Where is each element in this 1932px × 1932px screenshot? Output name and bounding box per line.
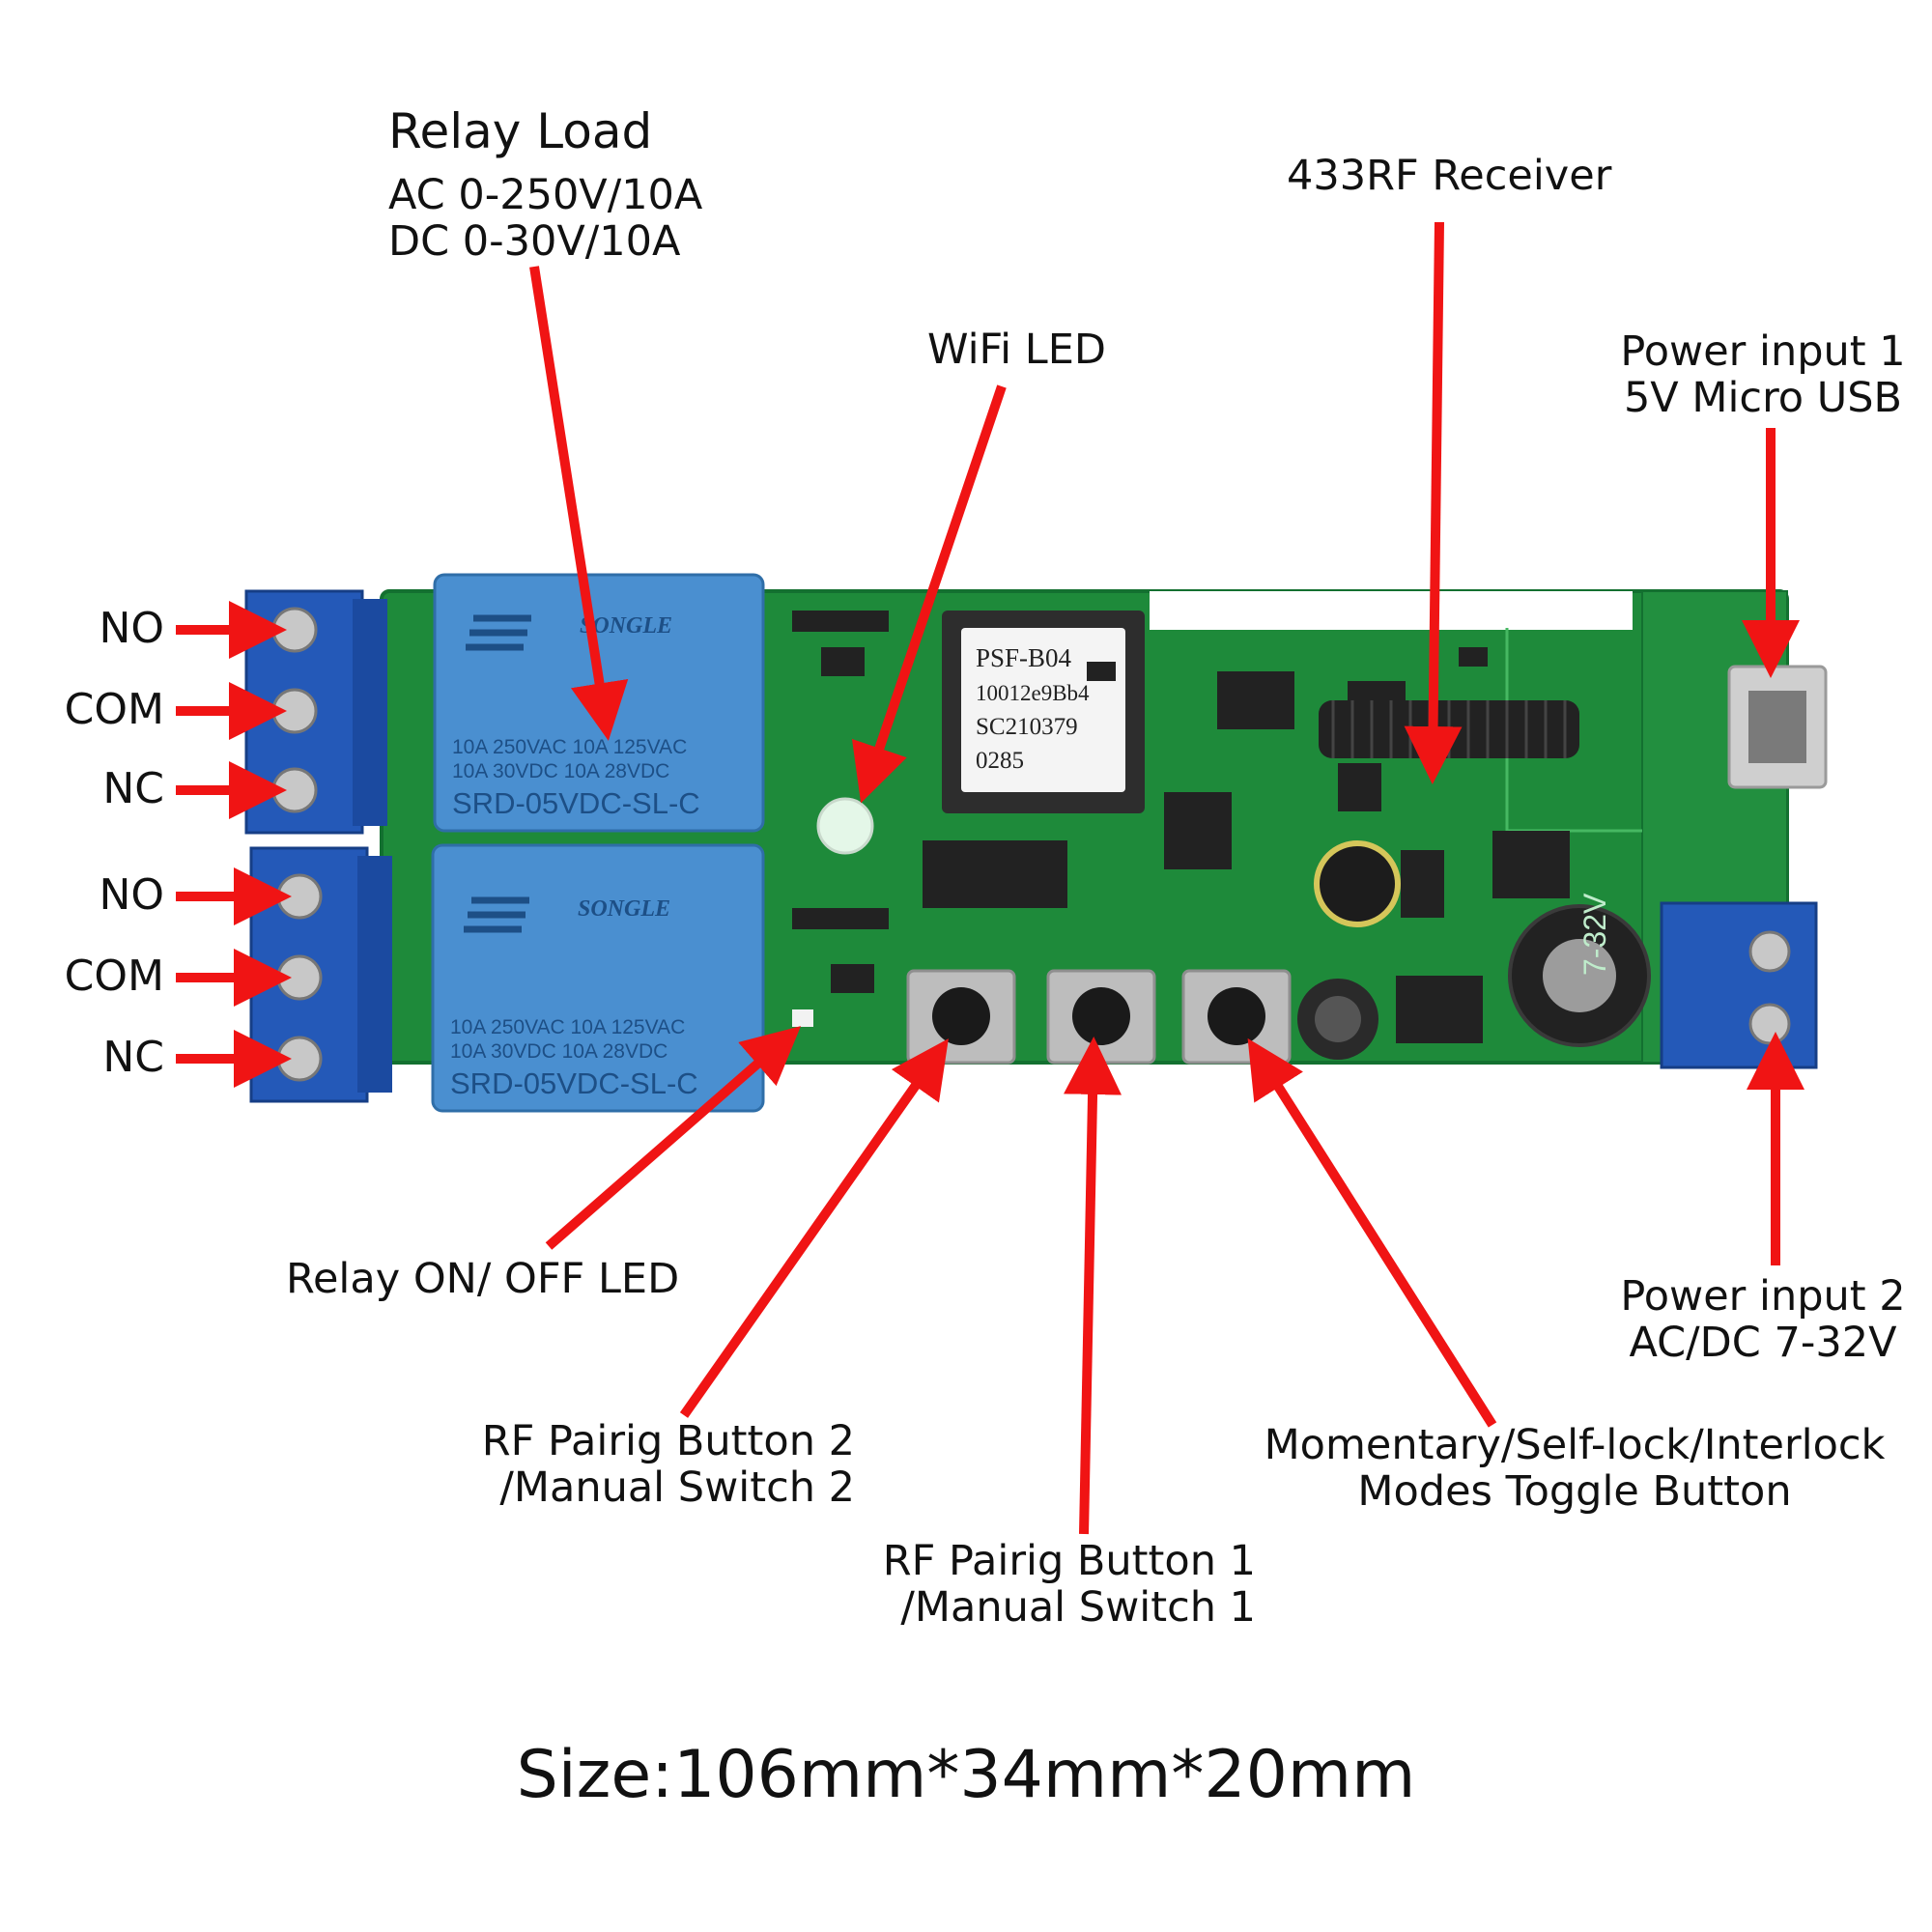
- power-input-1-title: Power input 1: [1620, 327, 1906, 376]
- capacitor-large: [1508, 904, 1651, 1047]
- module-text: SC210379: [976, 714, 1078, 740]
- rf-button-1-sub: /Manual Switch 1: [900, 1583, 1256, 1633]
- terminal-label-no: NO: [99, 604, 164, 653]
- power-input-2-label: Power input 2 AC/DC 7-32V: [1604, 1273, 1922, 1366]
- relay-rating: 10A 30VDC 10A 28VDC: [450, 1040, 668, 1063]
- terminal-label-no: NO: [99, 870, 164, 920]
- rf-button-1-title: RF Pairig Button 1: [882, 1537, 1256, 1585]
- power-input-1-label: Power input 1 5V Micro USB: [1604, 328, 1922, 421]
- power-input-1-spec: 5V Micro USB: [1623, 374, 1903, 423]
- relay-model: SRD-05VDC-SL-C: [450, 1066, 698, 1100]
- mode-button-title: Momentary/Self-lock/Interlock: [1264, 1421, 1886, 1469]
- arrow-rf-receiver: [1404, 221, 1463, 784]
- relay-rating: 10A 250VAC 10A 125VAC: [452, 736, 687, 758]
- module-text: 0285: [976, 748, 1024, 774]
- relay-load-dc: DC 0-30V/10A: [388, 217, 681, 267]
- relay-load-specs: AC 0-250V/10A DC 0-30V/10A: [388, 172, 702, 265]
- terminal-screw: [271, 607, 318, 653]
- rf-pairing-button-1[interactable]: [1046, 969, 1156, 1065]
- terminal-screw: [276, 1036, 323, 1082]
- rf-button-2-sub: /Manual Switch 2: [499, 1463, 855, 1513]
- arrow-button-2: [679, 1038, 949, 1418]
- capacitor-small: [1314, 840, 1401, 927]
- rf-receiver-label: 433RF Receiver: [1287, 152, 1612, 200]
- inductor: [1297, 979, 1378, 1060]
- callout-arrows: [176, 221, 1804, 1535]
- micro-usb-port[interactable]: [1727, 665, 1828, 789]
- voltage-mark: 7-32V: [1577, 893, 1612, 976]
- wifi-module: PSF-B04 10012e9Bb4 SC210379 0285: [942, 611, 1145, 813]
- arrow-mode-button: [1247, 1037, 1497, 1428]
- relay-load-title: Relay Load: [388, 103, 653, 159]
- terminal-label-nc: NC: [102, 764, 164, 813]
- rf-button-2-label: RF Pairig Button 2 /Manual Switch 2: [406, 1418, 855, 1511]
- arrow-wifi-led: [851, 384, 1007, 804]
- terminal-screw: [276, 873, 323, 920]
- module-text: 10012e9Bb4: [976, 681, 1090, 705]
- arrow-relay-load: [529, 266, 629, 741]
- rf-button-2-title: RF Pairig Button 2: [481, 1417, 855, 1465]
- relay-rating: 10A 250VAC 10A 125VAC: [450, 1016, 685, 1038]
- relay-led-label: Relay ON/ OFF LED: [286, 1255, 680, 1303]
- rf-pairing-button-2[interactable]: [906, 969, 1016, 1065]
- wifi-led-label: WiFi LED: [927, 326, 1106, 374]
- smd-components: [792, 611, 1570, 1043]
- rf-receiver-coil: [1319, 700, 1579, 758]
- power-input-2-spec: AC/DC 7-32V: [1629, 1319, 1897, 1368]
- terminal-screw: [276, 954, 323, 1001]
- relay-led: [792, 1009, 813, 1027]
- terminal-label-nc: NC: [102, 1033, 164, 1082]
- wifi-led: [816, 797, 874, 855]
- mode-button-label: Momentary/Self-lock/Interlock Modes Togg…: [1236, 1422, 1913, 1515]
- terminal-screw: [271, 688, 318, 734]
- arrow-relay-led: [545, 1026, 802, 1250]
- rf-button-1-label: RF Pairig Button 1 /Manual Switch 1: [807, 1538, 1256, 1631]
- power-input-2-title: Power input 2: [1620, 1272, 1906, 1321]
- terminal-label-com: COM: [64, 952, 164, 1001]
- size-caption: Size:106mm*34mm*20mm: [516, 1737, 1416, 1813]
- terminal-label-com: COM: [64, 685, 164, 734]
- relay-brand: SONGLE: [578, 896, 670, 922]
- relay-rating: 10A 30VDC 10A 28VDC: [452, 760, 669, 782]
- mode-button-sub: Modes Toggle Button: [1357, 1467, 1792, 1517]
- relay-load-ac: AC 0-250V/10A: [388, 171, 703, 219]
- mode-toggle-button[interactable]: [1181, 969, 1292, 1065]
- terminal-screw: [271, 767, 318, 813]
- module-text: PSF-B04: [976, 643, 1072, 672]
- relay-model: SRD-05VDC-SL-C: [452, 786, 700, 820]
- power-terminal: [1660, 901, 1818, 1069]
- arrow-button-1: [1064, 1037, 1122, 1535]
- relay-2: SONGLE 10A 250VAC 10A 125VAC 10A 30VDC 1…: [431, 843, 765, 1113]
